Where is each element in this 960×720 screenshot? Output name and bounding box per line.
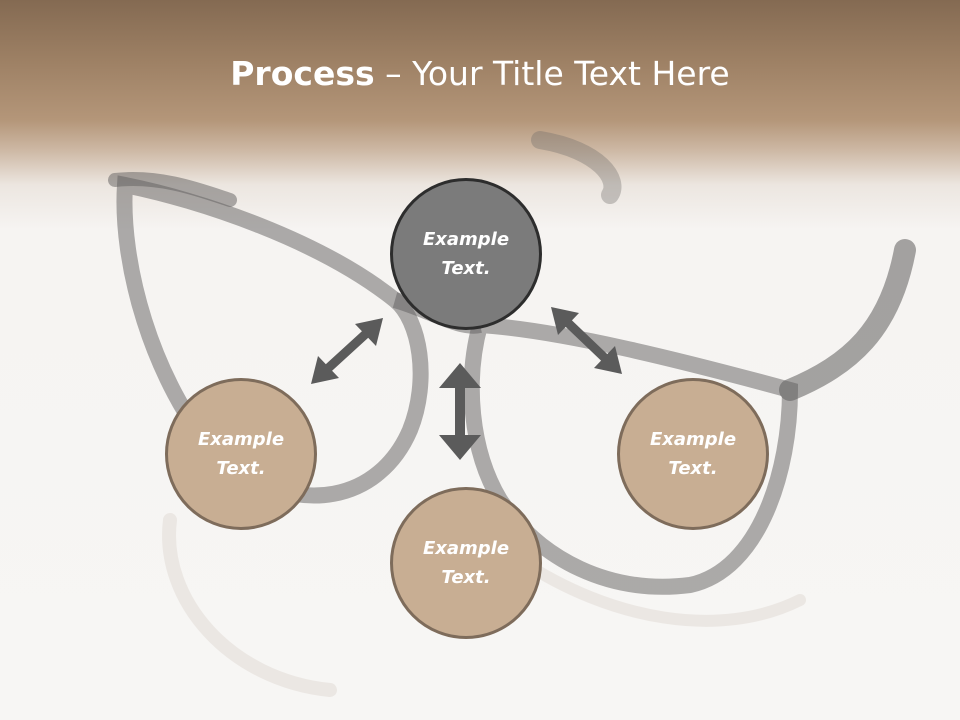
node-right-label: Example Text. xyxy=(649,429,737,479)
process-node-bottom[interactable]: Example Text. xyxy=(390,487,542,639)
node-bottom-label: Example Text. xyxy=(422,538,510,588)
slide-title: Process – Your Title Text Here xyxy=(0,52,960,96)
title-dash: – xyxy=(374,54,413,93)
node-center-label: Example Text. xyxy=(422,229,510,279)
process-node-center[interactable]: Example Text. xyxy=(390,178,542,330)
process-node-right[interactable]: Example Text. xyxy=(617,378,769,530)
title-bold-text: Process xyxy=(230,54,375,93)
title-rest-text: Your Title Text Here xyxy=(412,54,730,93)
process-node-left[interactable]: Example Text. xyxy=(165,378,317,530)
node-left-label: Example Text. xyxy=(197,429,285,479)
